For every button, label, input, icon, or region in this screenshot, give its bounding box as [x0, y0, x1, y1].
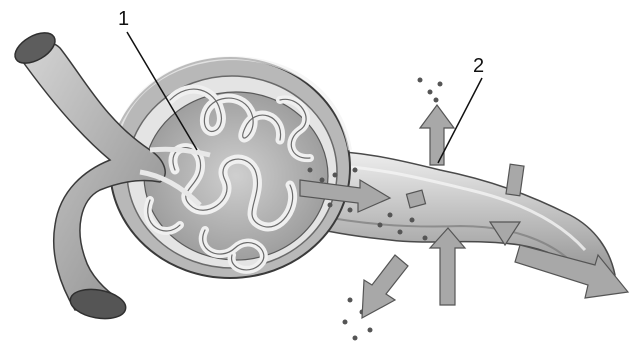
- callout-label-2: 2: [473, 56, 484, 76]
- flow-arrow-up: [420, 105, 454, 165]
- flow-arrow-down-left: [362, 255, 408, 318]
- tube-marker-2: [506, 164, 524, 196]
- callout-label-1: 1: [118, 9, 129, 29]
